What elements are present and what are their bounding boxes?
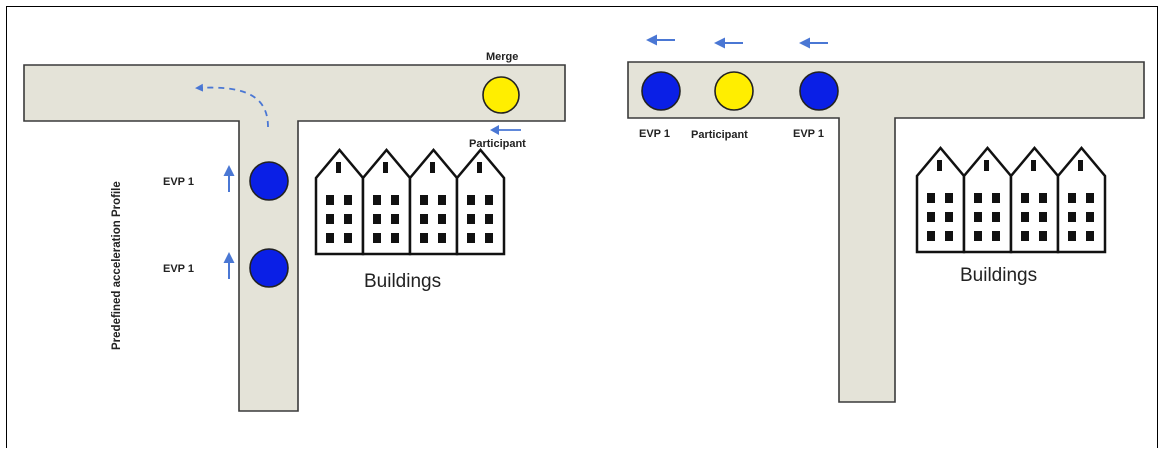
house-icon [962,146,1013,254]
evp-left-direction-arrow-icon [646,34,675,46]
evp-label-left: EVP 1 [639,128,670,140]
participant-vehicle-merge [482,76,520,114]
participant-label-right: Participant [691,129,748,141]
house-icon [361,148,412,256]
participant-direction-arrow-icon [490,125,521,135]
dashed-turn-path-icon [195,83,269,128]
right-scene: EVP 1 Participant EVP 1 Buildings [627,34,1145,403]
evp-vehicle-left [641,71,681,111]
house-icon [314,148,365,256]
evp-vehicle-right [799,71,839,111]
buildings-label-right: Buildings [960,265,1037,286]
evp-right-direction-arrow-icon [799,37,828,49]
predefined-acceleration-profile-label: Predefined acceleration Profile [111,181,123,350]
right-road [627,61,1145,403]
merge-label: Merge [486,51,518,63]
house-icon [1009,146,1060,254]
participant-label-left: Participant [469,138,526,150]
left-scene: Merge Participant EVP 1 EVP 1 Buildings … [23,51,566,412]
evp-vehicle-top [249,161,289,201]
evp-label-right: EVP 1 [793,128,824,140]
evp-bottom-up-arrow-icon [223,252,235,279]
evp-top-up-arrow-icon [223,165,235,192]
buildings-label-left: Buildings [364,271,441,292]
house-icon [1056,146,1107,254]
evp-label-bottom: EVP 1 [163,263,194,275]
left-buildings [314,148,506,256]
participant-vehicle-right [714,71,754,111]
participant-right-direction-arrow-icon [714,37,743,49]
house-icon [455,148,506,256]
evp-vehicle-bottom [249,248,289,288]
left-road [23,64,566,412]
evp-label-top: EVP 1 [163,176,194,188]
house-icon [408,148,459,256]
house-icon [915,146,966,254]
right-buildings [915,146,1107,254]
